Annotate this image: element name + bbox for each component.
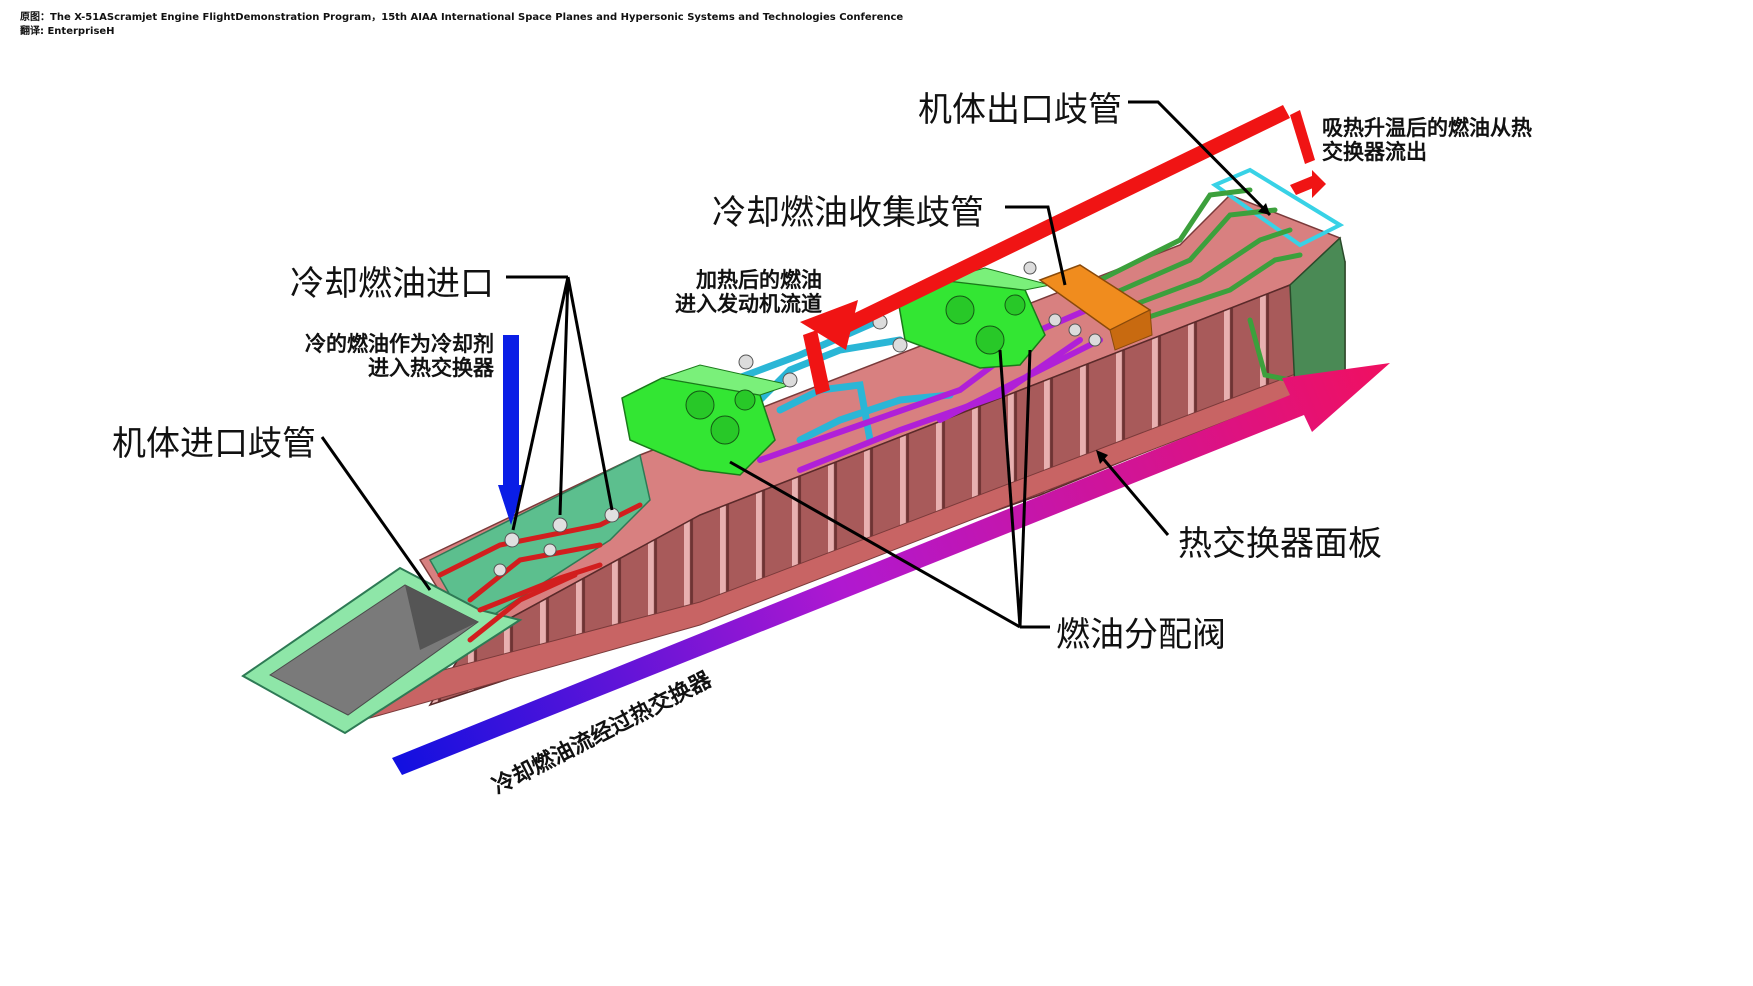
label-airframe-inlet-manifold: 机体进口歧管 [112,424,316,464]
leader-valve-c [1018,349,1032,628]
label-heated-fuel-out-line1: 吸热升温后的燃油从热 [1322,116,1532,140]
leader-heat-panel-head [1096,450,1108,464]
label-coolant-collection-manifold: 冷却燃油收集歧管 [712,193,984,233]
label-cold-fuel-coolant-line1: 冷的燃油作为冷却剂 [305,332,494,356]
heated-fuel-outflow-arrow [1290,110,1326,198]
label-cold-fuel-coolant: 冷的燃油作为冷却剂 进入热交换器 [280,332,494,380]
inlet-coolant-pipes [437,502,643,643]
leader-outlet-manifold-head [1258,203,1270,215]
label-heated-fuel-to-engine-line1: 加热后的燃油 [696,268,822,292]
distribution-lines [757,297,1113,473]
label-heated-fuel-to-engine: 加热后的燃油 进入发动机流道 [650,268,822,316]
leader-outlet-manifold [1128,100,1272,217]
label-cold-fuel-coolant-line2: 进入热交换器 [368,356,494,380]
source-citation: 原图：The X-51AScramjet Engine FlightDemons… [20,12,904,23]
heated-fuel-return-arrow [800,105,1290,395]
translator-credit: 翻译: EnterpriseH [20,26,115,37]
leader-inlet-manifold [320,436,432,591]
label-fuel-distribution-valve: 燃油分配阀 [1056,615,1226,655]
leader-inlet-a [511,276,570,531]
label-heated-fuel-to-engine-line2: 进入发动机流道 [675,292,822,316]
label-heated-fuel-out-line2: 交换器流出 [1322,140,1427,164]
label-heated-fuel-out: 吸热升温后的燃油从热 交换器流出 [1322,116,1532,164]
leader-heat-panel [1098,454,1170,536]
fuel-distribution-valve-fore [621,364,792,476]
leader-inlet-c [566,276,614,511]
leader-valve-b [998,349,1022,628]
aft-end-cap [1289,236,1346,392]
label-heat-exchanger-panel: 热交换器面板 [1178,524,1382,564]
coolant-collection-manifold [1038,264,1153,351]
leader-valve-a [729,460,1021,629]
label-coolant-fuel-inlet: 冷却燃油进口 [290,264,494,304]
cold-fuel-inflow-arrow [498,335,524,525]
outlet-frame [1210,167,1345,248]
inlet-ramp-shade [405,585,478,650]
leader-lines [320,100,1272,629]
inlet-fittings [493,507,620,577]
label-airframe-outlet-manifold: 机体出口歧管 [918,90,1122,130]
coolant-flow-arrow [392,363,1390,775]
valve-fittings [738,261,1102,388]
leader-inlet-b [558,276,570,516]
leader-collection-manifold [1005,205,1067,286]
